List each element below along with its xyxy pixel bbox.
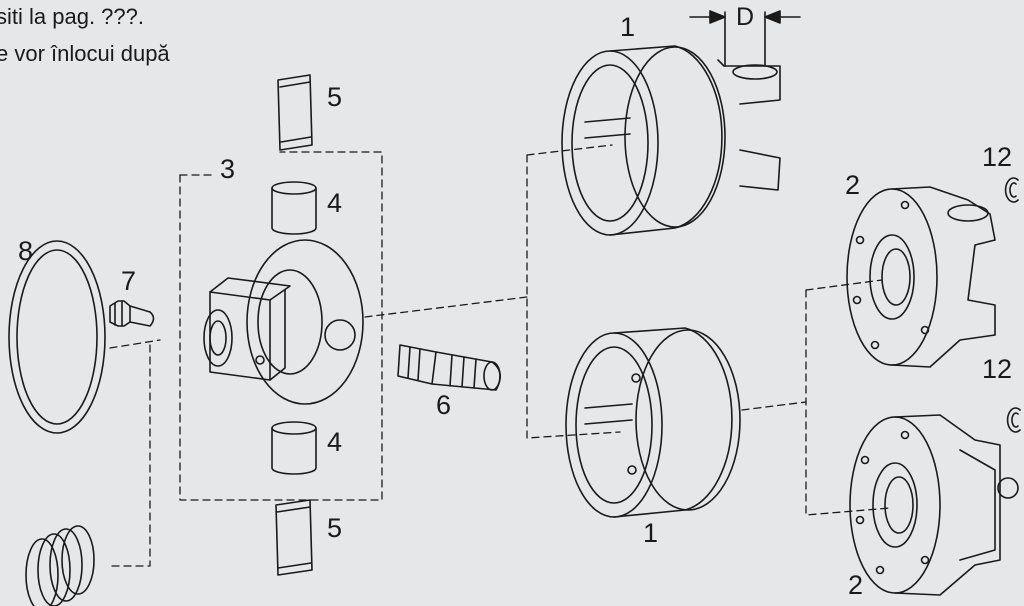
assembly-lines <box>109 144 891 567</box>
dimension-D <box>689 10 801 67</box>
flange-part-2-bottom <box>849 414 1019 596</box>
label-part-3: 3 <box>220 154 236 184</box>
key-part-5-bottom <box>275 499 313 576</box>
key-part-5-top <box>277 74 313 151</box>
caption-line-2: e vor înlocui după <box>0 41 170 66</box>
shaft-part-6 <box>397 344 501 391</box>
flange-part-2-top <box>846 186 996 368</box>
circlip-part-12-bottom <box>1006 407 1021 433</box>
bell-part-1-top <box>561 45 781 236</box>
label-part-2-bottom: 2 <box>848 570 864 600</box>
label-part-4-bottom: 4 <box>327 427 343 457</box>
label-part-1-bottom: 1 <box>643 518 659 548</box>
hub-part-3 <box>203 239 364 405</box>
pin-part-4-top <box>271 181 317 235</box>
label-part-1-top: 1 <box>620 12 636 42</box>
label-part-12-top: 12 <box>982 142 1013 172</box>
label-part-4-top: 4 <box>327 188 343 218</box>
label-part-8: 8 <box>18 236 34 266</box>
ring-part-8 <box>8 240 106 434</box>
label-part-12-bottom: 12 <box>982 354 1013 384</box>
label-dimension-D: D <box>736 3 755 31</box>
label-part-5-top: 5 <box>327 82 343 112</box>
bell-part-1-bottom <box>565 327 741 518</box>
label-part-7: 7 <box>121 266 137 296</box>
label-part-6: 6 <box>436 390 452 420</box>
caption-line-1: siti la pag. ???. <box>0 4 144 29</box>
pin-part-4-bottom <box>271 421 317 475</box>
label-part-2-top: 2 <box>845 170 861 200</box>
circlip-part-12-top <box>1004 177 1019 203</box>
label-part-5-bottom: 5 <box>327 513 343 543</box>
bolt-part-7 <box>109 300 155 327</box>
spring-part <box>25 525 95 606</box>
